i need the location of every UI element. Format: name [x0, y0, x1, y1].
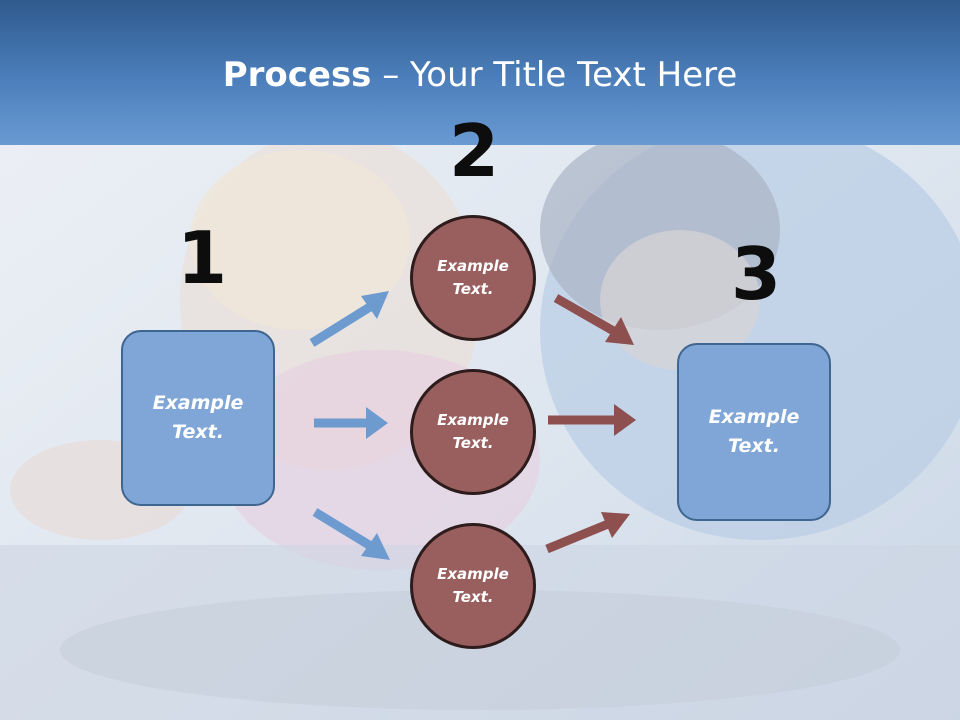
blue-arrow-up [309, 291, 389, 347]
step-3-box: Example Text. [677, 343, 831, 521]
red-arrow-right [548, 404, 636, 436]
step-1-text: Example Text. [152, 392, 244, 443]
blue-arrow-right [314, 407, 388, 439]
slide-title: Process – Your Title Text Here [0, 54, 960, 96]
title-bar [0, 0, 960, 145]
red-arrow-down [553, 294, 634, 345]
step-3-text: Example Text. [708, 406, 800, 457]
title-rest: – Your Title Text Here [371, 55, 738, 95]
circle-top-text: Example Text. [437, 257, 509, 298]
circle-middle-text: Example Text. [437, 411, 509, 452]
blue-arrow-down [312, 508, 390, 560]
step-1-box: Example Text. [121, 330, 275, 506]
circle-bottom-text: Example Text. [437, 565, 509, 606]
title-bold: Process [222, 55, 372, 95]
step-2-circle-middle: Example Text. [410, 369, 536, 495]
step-2-circle-top: Example Text. [410, 215, 536, 341]
step-2-number: 2 [449, 109, 500, 193]
red-arrow-up [545, 512, 630, 554]
step-2-circle-bottom: Example Text. [410, 523, 536, 649]
step-3-number: 3 [731, 232, 782, 316]
step-1-number: 1 [177, 216, 228, 300]
